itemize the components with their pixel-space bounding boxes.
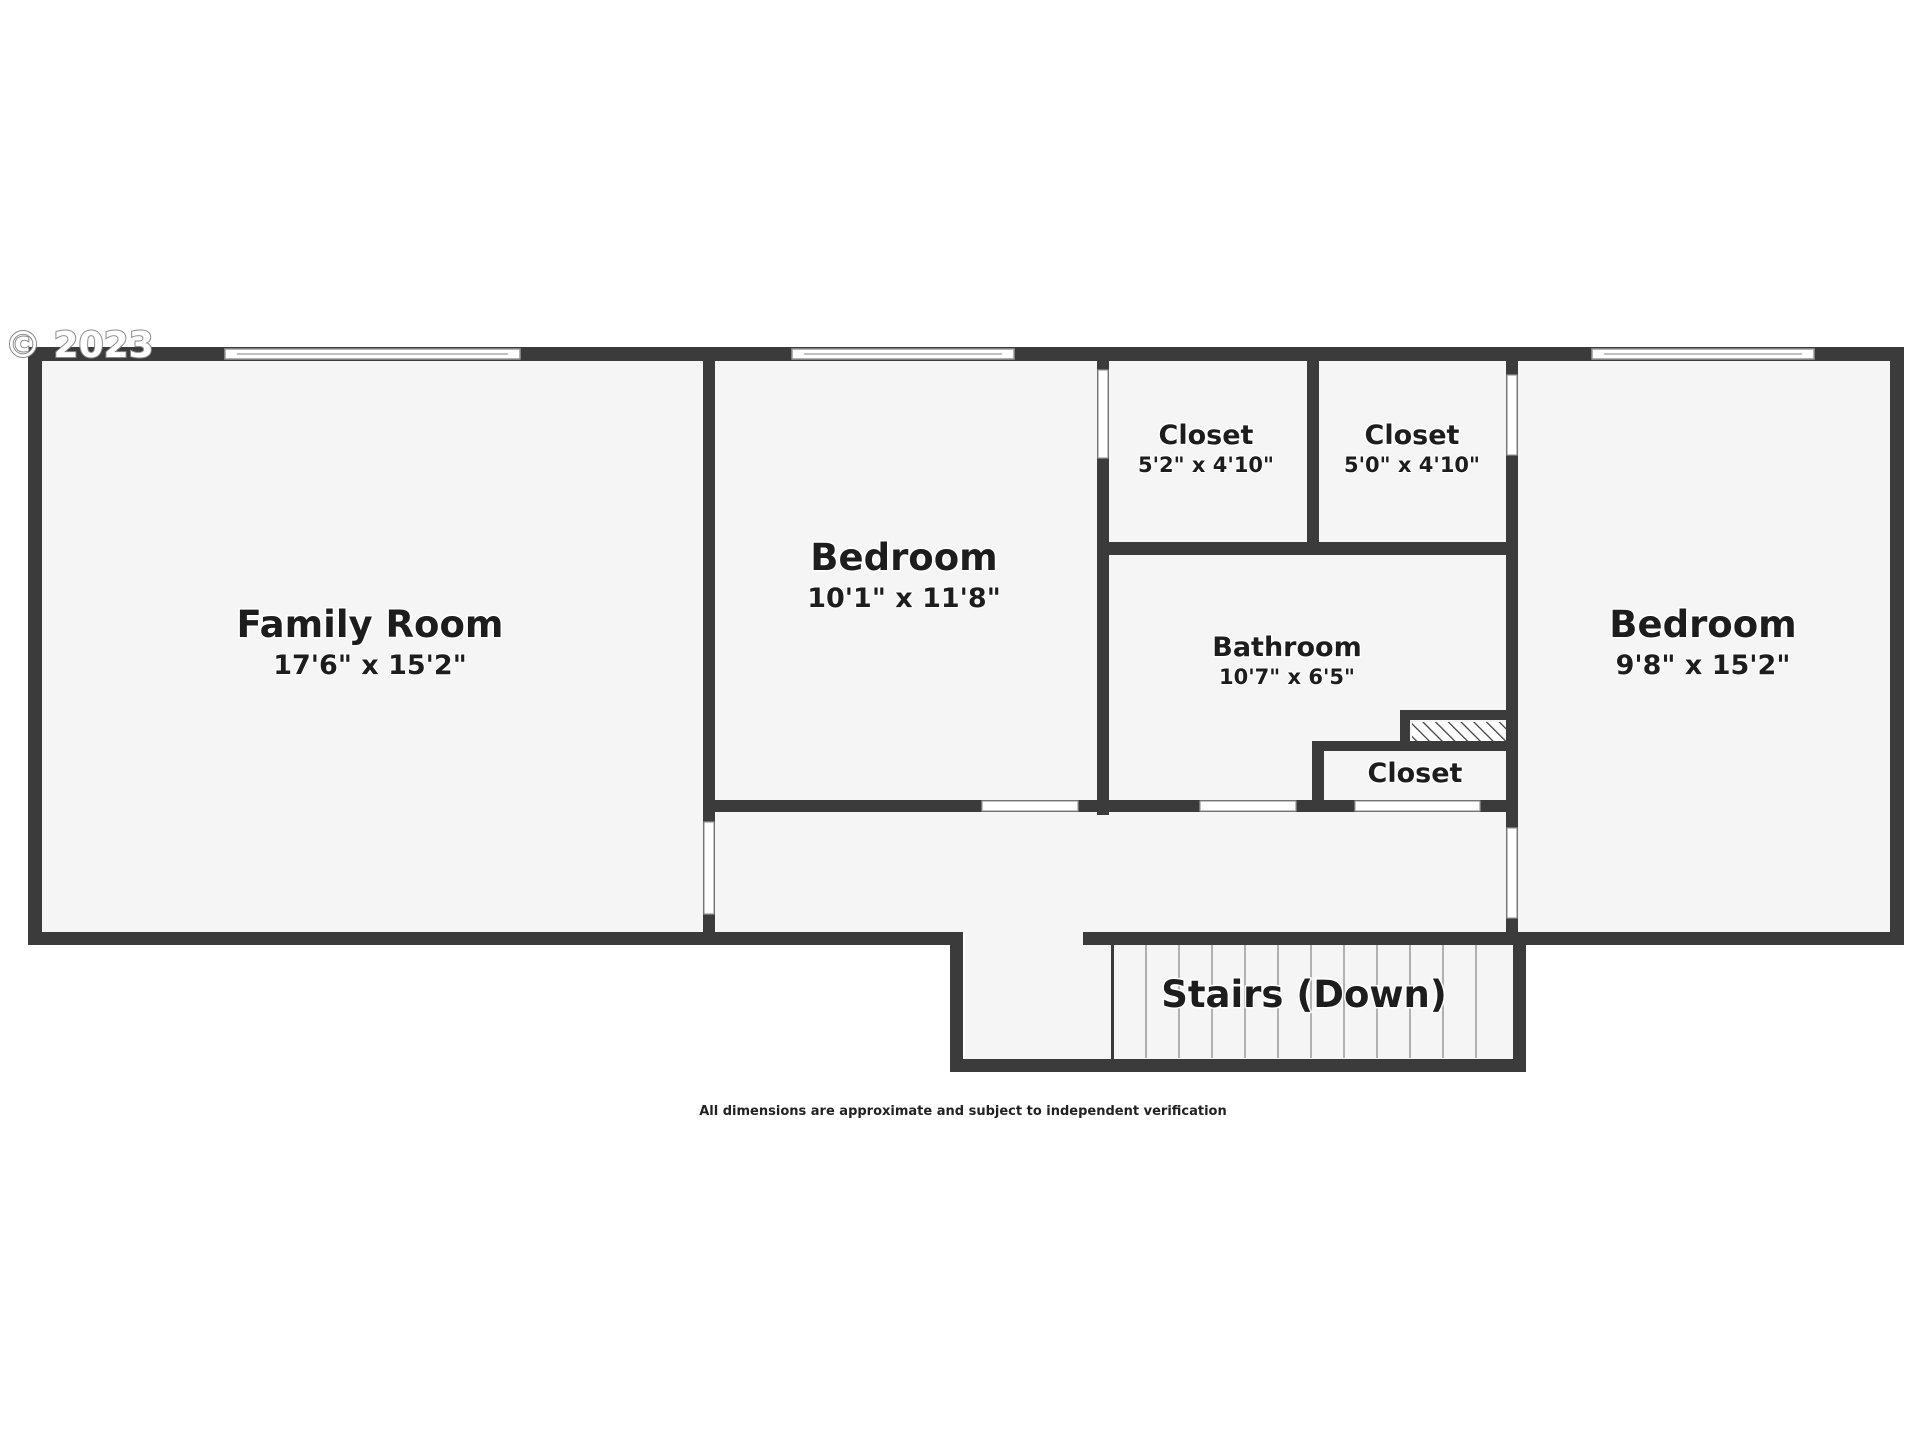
room-closet-2-dims: 5'0" x 4'10" — [1344, 453, 1480, 477]
wall-stair-bottom — [950, 1059, 1526, 1072]
wall-bath-bedroom2 — [1506, 355, 1518, 933]
room-bathroom-name: Bathroom — [1212, 632, 1361, 663]
wall-stair-left — [950, 932, 963, 1072]
wall-closet3-left — [1312, 741, 1324, 811]
hatched-shaft — [1412, 722, 1508, 744]
copyright-watermark: © 2023 — [5, 325, 154, 366]
wall-closet3-top — [1312, 741, 1518, 751]
floor-main — [37, 355, 1897, 933]
stair-treads — [1145, 945, 1477, 1058]
room-stairs-name: Stairs (Down) — [1161, 973, 1447, 1016]
dimensions-disclaimer: All dimensions are approximate and subje… — [699, 1104, 1227, 1119]
wall-right — [1890, 347, 1904, 945]
door-closet2 — [1506, 374, 1518, 456]
wall-closet-closet — [1307, 355, 1319, 545]
wall-family-bedroom — [703, 355, 715, 933]
wall-hatch-top — [1400, 710, 1518, 720]
door-bedroom2-hall — [1506, 827, 1518, 919]
room-closet-1-dims: 5'2" x 4'10" — [1138, 453, 1274, 477]
wall-bottom-right — [1083, 932, 1904, 945]
room-closet-2-name: Closet — [1365, 420, 1460, 451]
room-bedroom-2-name: Bedroom — [1609, 603, 1796, 646]
room-bedroom-2-dims: 9'8" x 15'2" — [1616, 650, 1791, 681]
room-bedroom-1-dims: 10'1" x 11'8" — [807, 583, 1001, 614]
door-bedroom1-hall — [981, 800, 1079, 812]
floors — [37, 355, 1897, 1060]
room-closet-1-name: Closet — [1159, 420, 1254, 451]
wall-bedroom-closets — [1097, 355, 1109, 815]
room-family-room-name: Family Room — [237, 603, 504, 646]
door-bathroom-hall — [1199, 800, 1297, 812]
wall-hatch-left — [1400, 710, 1410, 748]
room-family-room-dims: 17'6" x 15'2" — [273, 650, 467, 681]
door-closet1 — [1097, 369, 1109, 459]
room-bathroom-dims: 10'7" x 6'5" — [1219, 665, 1355, 689]
wall-bottom-left — [28, 932, 961, 945]
room-closet-3-name: Closet — [1368, 758, 1463, 789]
room-bedroom-1-name: Bedroom — [810, 536, 997, 579]
wall-closets-bath — [1097, 542, 1518, 555]
floor-landing — [965, 930, 1515, 1060]
door-closet3-hall — [1354, 800, 1481, 812]
wall-stair-right — [1513, 932, 1526, 1072]
wall-left — [28, 347, 42, 945]
door-family-hall — [703, 821, 715, 915]
wall-stair-divider — [1111, 942, 1114, 1059]
door-openings — [703, 369, 1518, 919]
